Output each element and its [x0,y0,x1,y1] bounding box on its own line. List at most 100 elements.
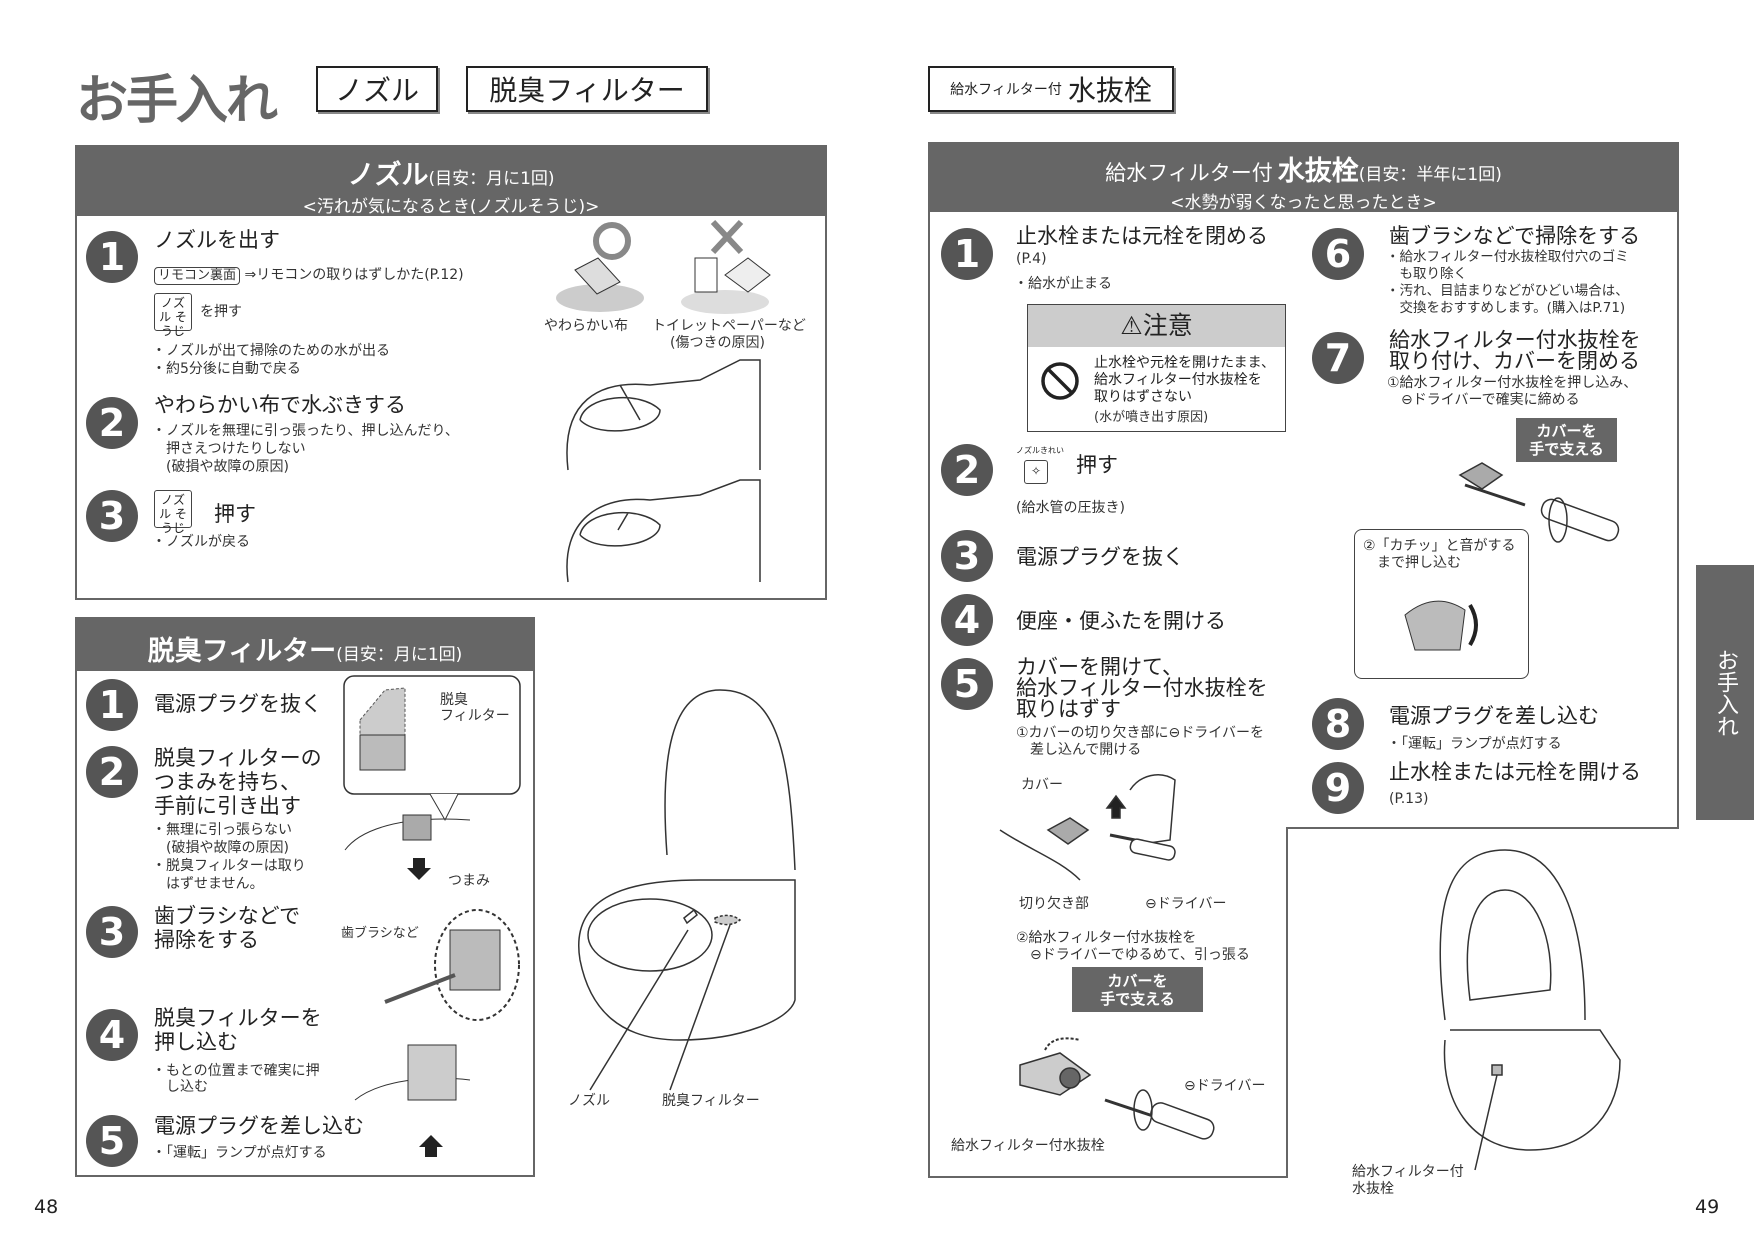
bullets: ・給水フィルター付水抜栓取付穴のゴミ も取り除く・汚れ、目詰まりなどがひどい場合… [1386,249,1629,316]
step-title: やわらかい布で水ぶきする [154,393,406,417]
ok-ng-illustration [556,219,771,583]
caution-box: ⚠注意 止水栓や元栓を開けたまま、給水フィルター付水抜栓を取りはずさない (水が… [1027,304,1286,432]
step-number: 3 [86,490,138,542]
press-text: を押す [200,304,242,320]
knob-label: つまみ [448,873,490,889]
page-number-right: 49 [1695,1196,1720,1218]
caution-reason: (水が噴き出す原因) [1094,410,1209,425]
page-ref: (P.4) [1016,251,1047,267]
drain-plug-label: 給水フィルター付水抜栓 [951,1138,1105,1154]
toilet-drain-illustration [1439,849,1621,1171]
step-number: 5 [941,658,993,710]
step-title: 便座・便ふたを開ける [1016,609,1226,633]
step-title: 手前に引き出す [154,794,301,818]
bullet: ・ノズルを無理に引っ張ったり、押し込んだり、 [152,423,459,439]
nozzle-clean-button: ノズル そうじ [154,293,192,338]
ok-label: やわらかい布 [544,318,628,334]
bullet: はずせません。 [152,876,264,892]
notch-label: 切り欠き部 [1019,896,1089,912]
brush-label: 歯ブラシなど [341,926,419,941]
remote-back-key: リモコン裏面 [154,267,241,285]
bullet: (破損や故障の原因) [152,459,289,475]
remote-instruction: リモコン裏面 ⇒リモコンの取りはずしかた(P.12) [154,266,464,285]
step-number: 2 [86,397,138,449]
callout-box: ②「カチッ」と音がする まで押し込む [1354,529,1529,679]
nozzle-clean-button: ノズル そうじ [154,490,192,535]
title-prefix: 給水フィルター付 [1105,161,1273,185]
nozzle-panel-header: ノズル(目安：月に1回) <汚れが気になるとき(ノズルそうじ)> [77,147,825,217]
step-number: 3 [941,530,993,582]
tab-deodorizer: 脱臭フィルター [466,66,708,112]
bullet: ・もとの位置まで確実に押 [152,1063,320,1079]
page-title: お手入れ [76,71,278,131]
page-ref: (P.13) [1389,791,1429,807]
bullet: ・無理に引っ張らない [152,822,292,838]
bullet: (破損や故障の原因) [152,840,289,856]
bullet: ・給水が止まる [1014,276,1112,292]
bullet: ・「運転」ランプが点灯する [152,1145,327,1161]
step-number: 4 [941,594,993,646]
step-title: 電源プラグを抜く [1016,545,1184,569]
section-title: 水抜栓 [1277,156,1359,187]
step-title: 脱臭フィルターを [154,1006,322,1030]
step-title: 止水栓または元栓を開ける [1389,760,1641,784]
drain-panel-header: 給水フィルター付 水抜栓(目安：半年に1回) <水勢が弱くなったと思ったとき> [929,149,1678,213]
remote-ref: ⇒リモコンの取りはずしかた(P.12) [244,267,464,283]
step-number: 2 [86,746,138,798]
driver-label: ⊖ドライバー [1184,1078,1266,1094]
nozzle-label: ノズル [568,1093,610,1109]
side-tab: お手入れ [1696,565,1754,820]
press-text: 押す [1076,453,1118,477]
step-number: 8 [1312,698,1364,750]
step-number: 4 [86,1009,138,1061]
step-title: つまみを持ち、 [154,770,301,794]
step-title: 給水フィルター付水抜栓を取り付け、カバーを閉める [1389,328,1641,373]
caution-text: 止水栓や元栓を開けたまま、給水フィルター付水抜栓を取りはずさない [1094,355,1276,405]
nozzle-clean-key-icon: ✧ [1024,460,1048,484]
bullet: 押さえつけたりしない [152,441,306,457]
step-number: 6 [1312,228,1364,280]
step-number: 2 [941,444,993,496]
section-title: 脱臭フィルター [147,636,337,667]
frequency: (目安：半年に1回) [1358,165,1502,185]
step-number: 9 [1312,762,1364,814]
note: (給水管の圧抜き) [1016,500,1125,516]
page-number-left: 48 [34,1196,59,1218]
step-number: 1 [86,231,138,283]
substep: ②給水フィルター付水抜栓を ⊖ドライバーでゆるめて、引っ張る [1016,930,1250,963]
ng-reason: (傷つきの原因) [670,335,765,351]
bullet: ・脱臭フィルターは取り [152,858,306,874]
section-title: ノズル [347,160,429,191]
step-title: 歯ブラシなどで掃除をする [1389,224,1641,248]
step-title: 電源プラグを抜く [154,692,322,716]
driver-label: ⊖ドライバー [1145,896,1227,912]
step-title: 脱臭フィルターの [154,746,322,770]
support-cover-label: カバーを手で支える [1072,967,1203,1012]
step-title: 押す [214,502,256,526]
ng-label: トイレットペーパーなど [652,318,806,334]
filter-label: 脱臭フィルター [662,1093,760,1109]
cross-ng-icon [710,219,744,255]
toilet-overview-illustration [578,689,796,1091]
cover-label: カバー [1021,777,1063,793]
step-title: 電源プラグを差し込む [154,1114,364,1138]
drain-illustrations [999,462,1621,1171]
substep: ①カバーの切り欠き部に⊖ドライバーを 差し込んで開ける [1016,725,1265,758]
prohibition-icon [1041,362,1079,400]
bullet: し込む [152,1079,208,1095]
step-title: 歯ブラシなどで [154,904,301,928]
tab-nozzle: ノズル [316,66,438,112]
frequency: (目安：月に1回) [428,169,555,189]
toilet-drain-label: 給水フィルター付水抜栓 [1352,1164,1464,1197]
tab-prefix: 給水フィルター付 [950,82,1062,98]
circle-ok-icon [593,222,631,260]
step-title: 止水栓または元栓を閉める [1016,224,1268,248]
tab-label: 水抜栓 [1067,74,1152,107]
toilet-nozzle-illustration [566,359,761,471]
frequency: (目安：月に1回) [336,645,463,665]
condition: <汚れが気になるとき(ノズルそうじ)> [302,197,600,217]
step-title: 押し込む [154,1030,238,1054]
bullet: ・ノズルが出て掃除のための水が出る [152,343,390,359]
step-number: 5 [86,1115,138,1167]
caution-title: ⚠注意 [1028,305,1285,347]
